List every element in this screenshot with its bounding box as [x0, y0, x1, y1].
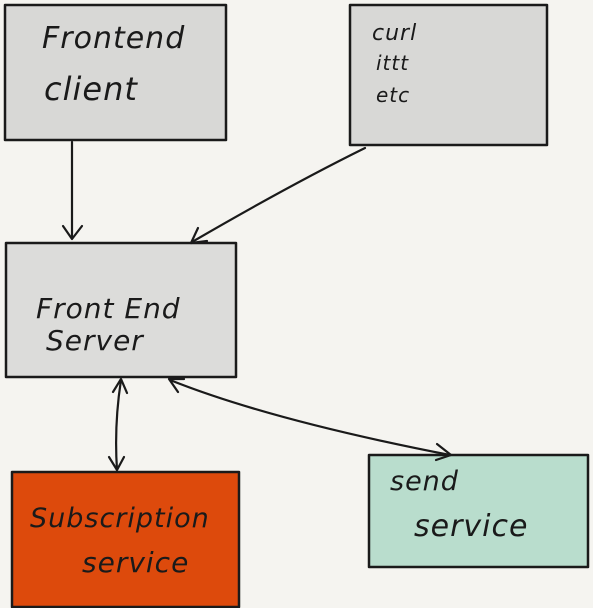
node-send-service-box	[367, 453, 590, 569]
arrowhead-frontend-client-to-frontend-server	[61, 224, 84, 241]
node-frontend-server: Front End Server	[4, 241, 238, 379]
node-frontend-client-line-1: Frontend	[42, 21, 185, 56]
node-subscription-service-line-2: service	[82, 546, 189, 579]
node-subscription-service-box	[10, 470, 241, 608]
node-frontend-server-line-1: Front End	[36, 292, 181, 325]
arrowhead-frontend-server-end-1	[111, 377, 129, 395]
arrowhead-frontend-server-end-2	[167, 377, 186, 394]
arrowhead-curl-to-frontend-server	[189, 226, 209, 245]
node-frontend-server-box	[4, 241, 238, 379]
node-send-service-line-2: service	[414, 509, 528, 544]
node-send-service-line-1: send	[390, 466, 459, 497]
node-frontend-server-line-2: Server	[46, 324, 144, 357]
node-curl-http: curl ittt etc	[348, 3, 549, 147]
node-curl-http-line-2: ittt	[376, 51, 409, 75]
node-subscription-service-line-1: Subscription	[30, 503, 210, 534]
node-subscription-service: Subscription service	[10, 470, 241, 608]
node-frontend-client-box	[3, 3, 228, 142]
edge-frontend-server-to-subscription-service	[115, 378, 123, 472]
node-curl-http-line-3: etc	[376, 83, 410, 107]
edge-frontend-server-to-send-service	[168, 378, 452, 457]
node-curl-http-line-1: curl	[372, 21, 417, 46]
node-frontend-client: Frontend client	[3, 3, 228, 142]
arrowhead-subscription-end	[107, 455, 126, 472]
node-frontend-client-line-2: client	[44, 70, 138, 108]
node-curl-http-box	[348, 3, 549, 147]
edges	[61, 140, 453, 472]
arrowhead-send-service-end	[434, 442, 453, 462]
node-send-service: send service	[367, 453, 590, 569]
edge-curl-to-frontend-server	[190, 146, 367, 244]
